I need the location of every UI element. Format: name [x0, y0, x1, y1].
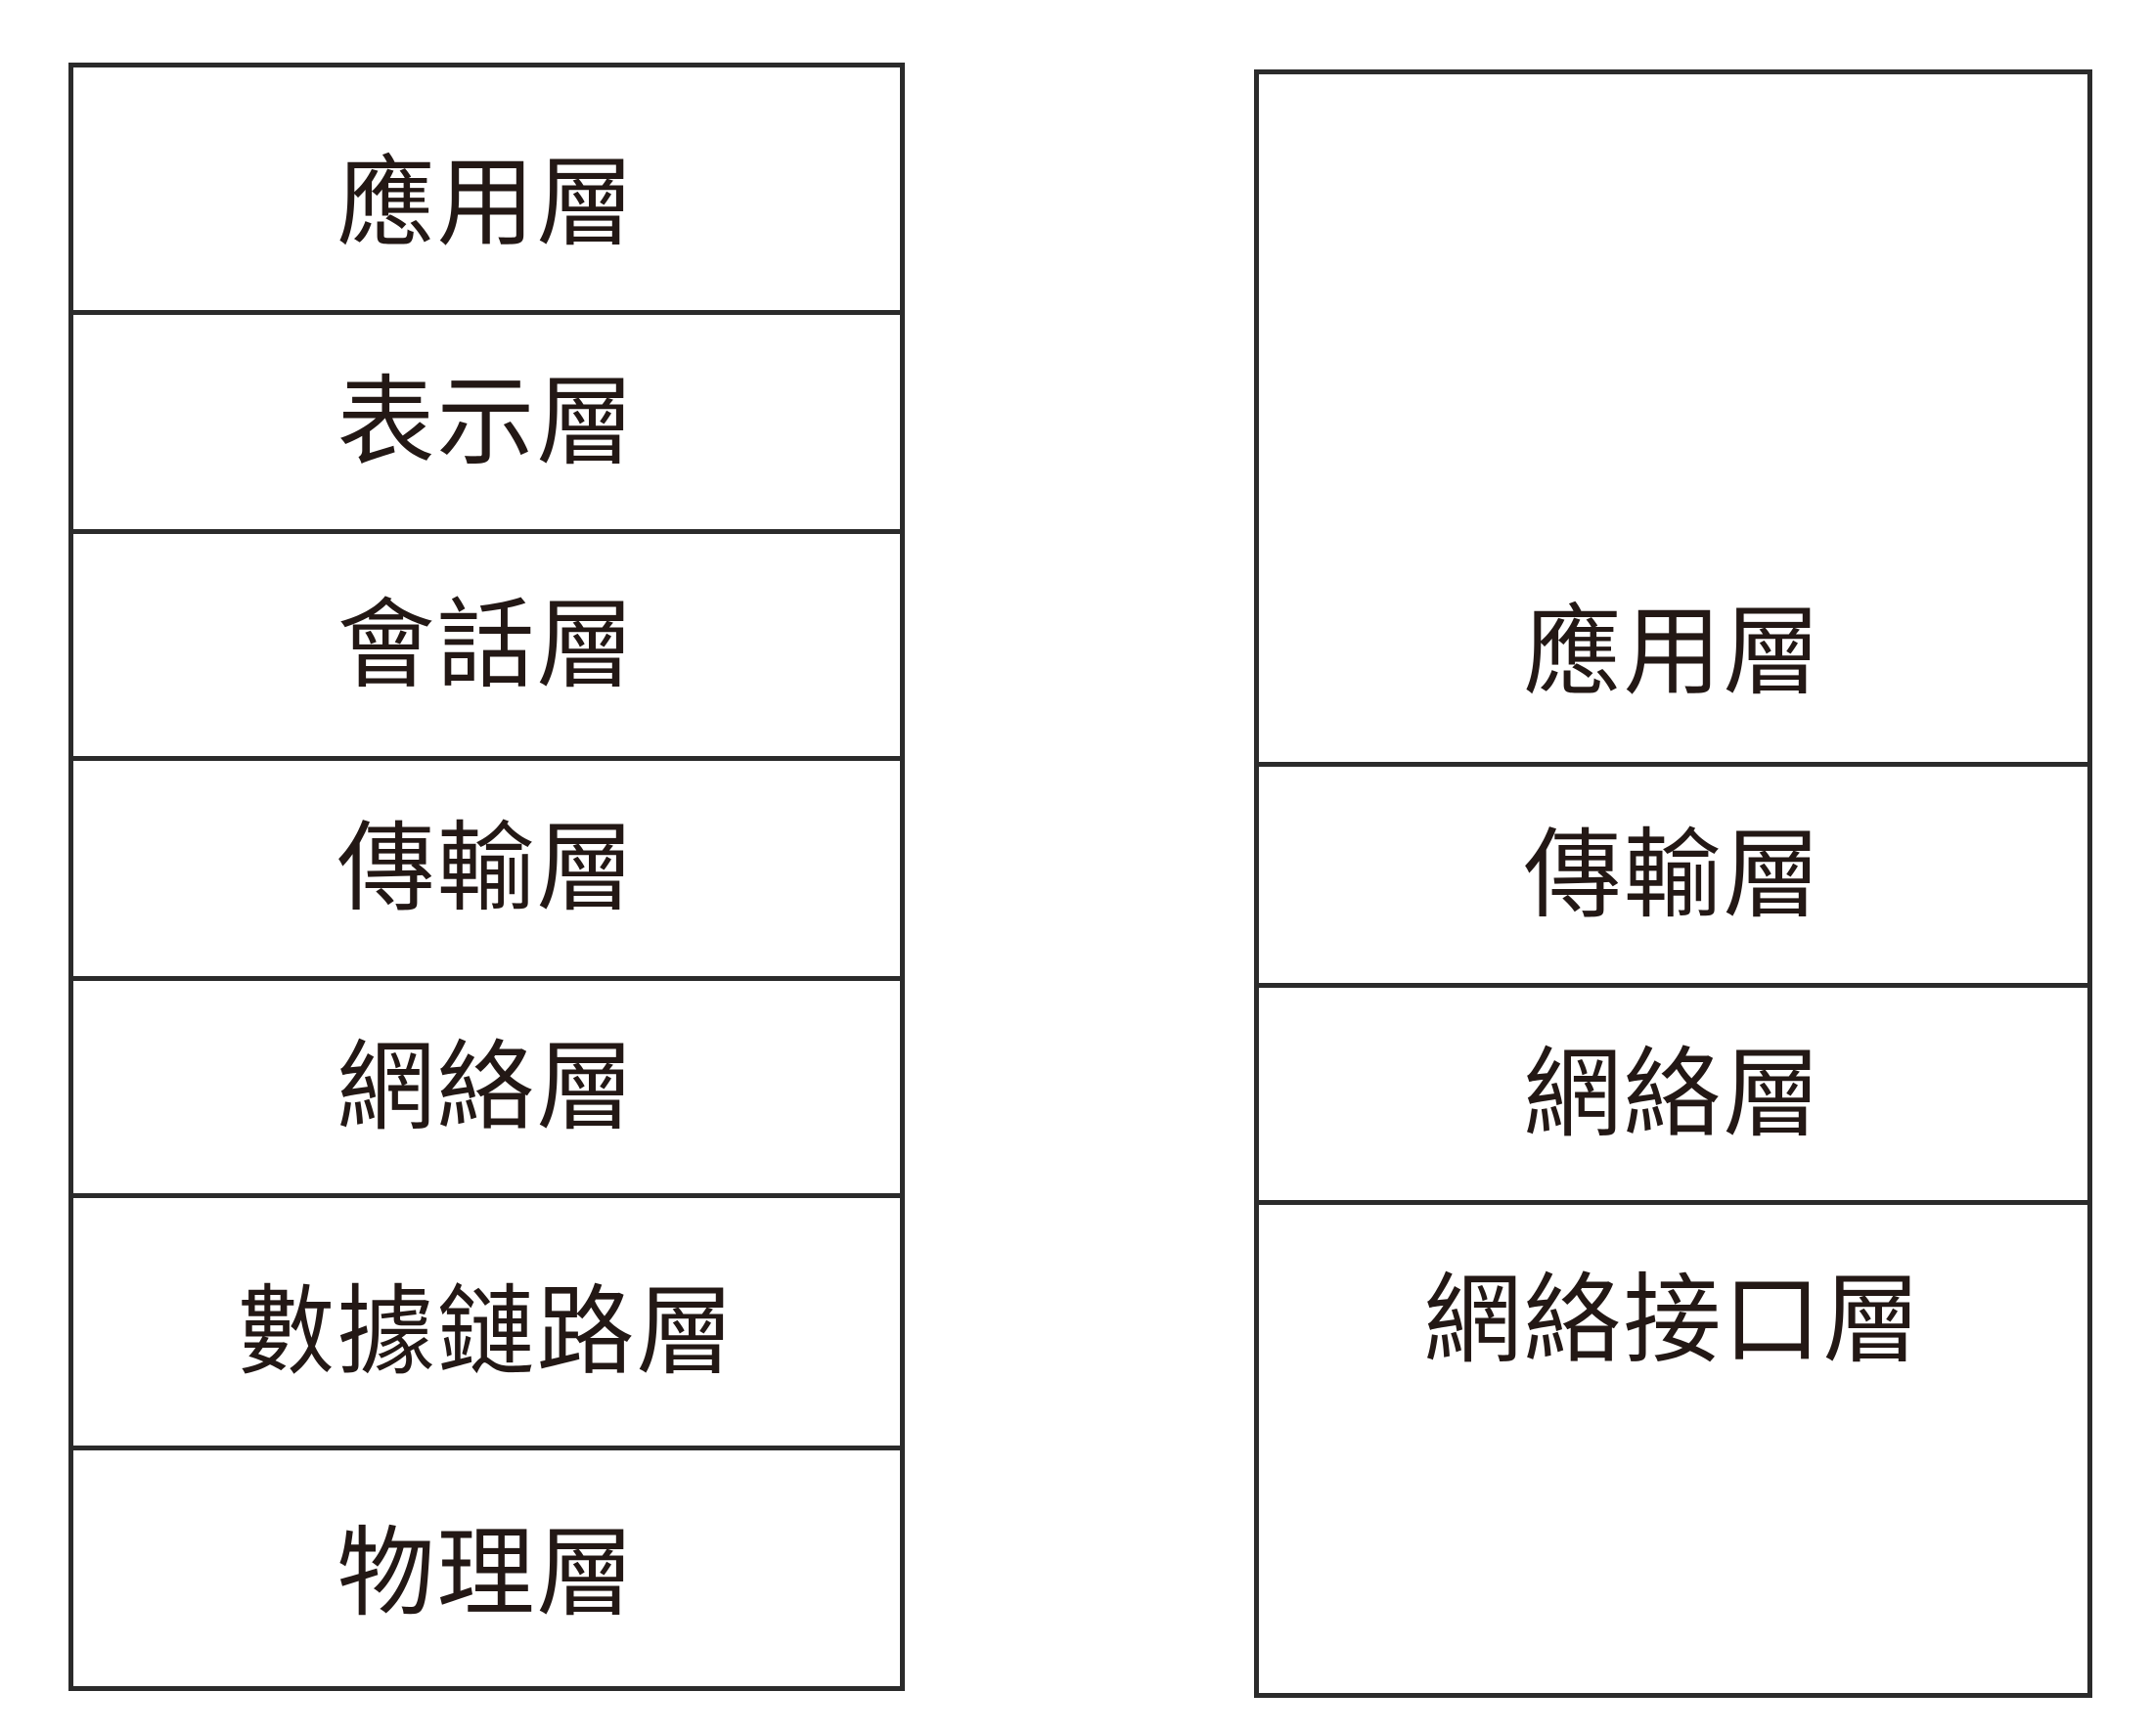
osi-layer-session: 會話層 [73, 529, 900, 756]
tcpip-layer-application: 應用層 [1523, 595, 1823, 709]
tcpip-layer-transport: 傳輸層 [1259, 762, 2087, 983]
tcpip-layer-network: 網絡層 [1259, 983, 2087, 1200]
osi-layer-transport: 傳輸層 [73, 756, 900, 976]
tcpip-layer-network-interface: 網絡接口層 [1259, 1200, 2087, 1693]
osi-layer-application: 應用層 [336, 146, 637, 260]
osi-layer-presentation: 表示層 [73, 310, 900, 529]
tcpip-model-stack: 應用層 傳輸層 網絡層 網絡接口層 [1254, 69, 2092, 1698]
osi-model-stack: 應用層 表示層 會話層 傳輸層 網絡層 數據鏈路層 物理層 [68, 63, 905, 1691]
osi-layer-data-link: 數據鏈路層 [73, 1193, 900, 1446]
osi-layer-network: 網絡層 [73, 976, 900, 1193]
osi-layer-physical: 物理層 [73, 1446, 900, 1686]
